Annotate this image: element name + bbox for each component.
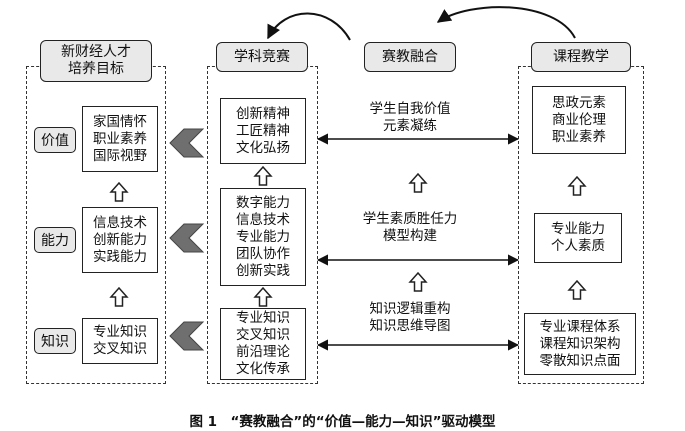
- knowledge-line: 专业知识: [93, 324, 147, 340]
- value-line: 职业素养: [93, 130, 147, 147]
- knowledge-line: 交叉知识: [93, 341, 147, 357]
- competition-line: 文化传承: [236, 361, 290, 377]
- competition-line: 专业知识: [236, 310, 290, 326]
- course-line: 课程知识架构: [539, 335, 621, 352]
- course-value-box: 思政元素 商业伦理 职业素养: [532, 86, 626, 154]
- integration-header: 赛教融合: [364, 42, 456, 72]
- curve-arrow-right: [436, 6, 576, 39]
- competition-line: 专业能力: [236, 228, 290, 245]
- center-line: 学生自我价值: [369, 101, 451, 117]
- value-line: 国际视野: [93, 147, 147, 164]
- course-ability-box: 专业能力 个人素质: [534, 213, 622, 263]
- center-line: 模型构建: [383, 228, 437, 244]
- competition-header: 学科竞赛: [216, 42, 308, 72]
- competition-value-box: 创新精神 工匠精神 文化弘扬: [220, 98, 306, 164]
- integration-title: 赛教融合: [382, 48, 438, 65]
- value-label: 价值: [34, 127, 76, 153]
- knowledge-label: 知识: [34, 328, 76, 354]
- curve-arrow-left: [267, 12, 351, 41]
- center-text-knowledge: 知识逻辑重构 知识思维导图: [340, 301, 480, 335]
- competition-line: 数字能力: [236, 194, 290, 211]
- value-box: 家国情怀 职业素养 国际视野: [82, 106, 158, 172]
- competition-title: 学科竞赛: [234, 48, 290, 65]
- value-label-text: 价值: [41, 133, 69, 149]
- competition-line: 创新实践: [236, 262, 290, 279]
- ability-line: 实践能力: [93, 248, 147, 265]
- ability-line: 信息技术: [93, 214, 147, 231]
- center-line: 元素凝练: [383, 118, 437, 134]
- center-text-ability: 学生素质胜任力 模型构建: [340, 211, 480, 245]
- course-teaching-header: 课程教学: [531, 42, 631, 72]
- center-line: 知识逻辑重构: [369, 301, 451, 317]
- talent-goal-line-2: 培养目标: [68, 61, 124, 77]
- competition-line: 交叉知识: [236, 327, 290, 343]
- course-line: 专业能力: [551, 221, 605, 237]
- ability-label: 能力: [34, 227, 76, 253]
- center-line: 学生素质胜任力: [362, 211, 458, 227]
- competition-line: 信息技术: [236, 211, 290, 228]
- course-knowledge-box: 专业课程体系 课程知识架构 零散知识点面: [524, 313, 636, 375]
- figure-caption: 图 1 “赛教融合”的“价值—能力—知识”驱动模型: [189, 414, 496, 430]
- course-teaching-title: 课程教学: [553, 48, 609, 65]
- ability-box: 信息技术 创新能力 实践能力: [82, 207, 158, 273]
- competition-ability-box: 数字能力 信息技术 专业能力 团队协作 创新实践: [220, 188, 306, 286]
- competition-line: 创新精神: [236, 105, 290, 122]
- course-line: 零散知识点面: [539, 352, 621, 369]
- course-line: 商业伦理: [552, 111, 606, 128]
- competition-line: 前沿理论: [236, 344, 290, 360]
- competition-line: 工匠精神: [236, 122, 290, 139]
- ability-label-text: 能力: [41, 233, 69, 249]
- center-text-value: 学生自我价值 元素凝练: [340, 101, 480, 135]
- value-line: 家国情怀: [93, 113, 147, 130]
- course-line: 思政元素: [552, 94, 606, 111]
- course-line: 职业素养: [552, 128, 606, 145]
- center-line: 知识思维导图: [369, 318, 451, 334]
- competition-line: 团队协作: [236, 245, 290, 262]
- talent-goal-line-1: 新财经人才: [61, 44, 131, 60]
- talent-goal-header: 新财经人才培养目标: [40, 40, 152, 82]
- competition-line: 文化弘扬: [236, 139, 290, 156]
- competition-knowledge-box: 专业知识 交叉知识 前沿理论 文化传承: [220, 308, 306, 380]
- course-line: 个人素质: [551, 238, 605, 254]
- course-line: 专业课程体系: [539, 318, 621, 335]
- knowledge-box: 专业知识 交叉知识: [82, 318, 158, 364]
- knowledge-label-text: 知识: [41, 334, 69, 350]
- ability-line: 创新能力: [93, 231, 147, 248]
